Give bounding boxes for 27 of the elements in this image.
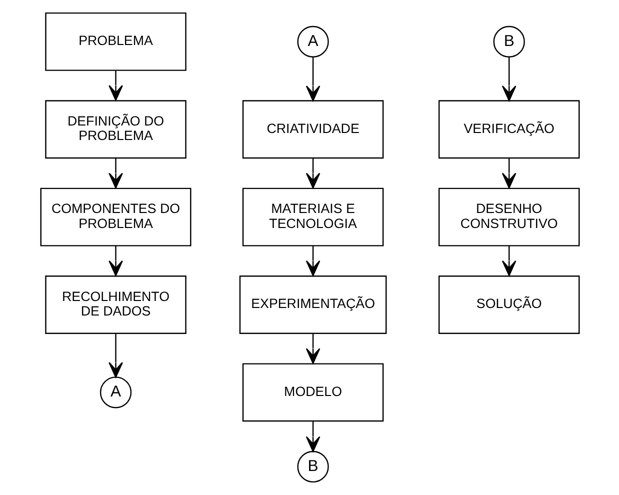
arrow <box>305 57 320 102</box>
node-box: MATERIAIS E TECNOLOGIA <box>242 188 384 246</box>
node-box: PROBLEMA <box>44 12 186 71</box>
node-circle: A <box>296 26 328 58</box>
arrow <box>305 158 320 188</box>
node-box: SOLUÇÃO <box>438 276 580 334</box>
node-circle: B <box>296 450 328 483</box>
arrow <box>108 333 122 378</box>
node-box: DEFINIÇÃO DO PROBLEMA <box>44 100 186 159</box>
arrow <box>501 246 516 276</box>
arrow <box>305 333 320 364</box>
arrow <box>501 158 516 188</box>
node-box: MODELO <box>242 363 384 422</box>
node-box: EXPERIMENTAÇÃO <box>238 276 386 334</box>
node-box: DESENHO CONSTRUTIVO <box>438 188 580 246</box>
node-box: VERIFICAÇÃO <box>438 100 580 159</box>
arrow <box>108 158 122 188</box>
arrow <box>305 246 320 276</box>
node-circle: B <box>492 26 524 58</box>
node-box: CRIATIVIDADE <box>242 100 384 159</box>
arrow <box>108 70 122 101</box>
arrow <box>305 421 320 452</box>
arrow <box>108 246 122 276</box>
node-box: COMPONENTES DO PROBLEMA <box>40 188 191 246</box>
node-box: RECOLHIMENTO DE DADOS <box>44 276 186 334</box>
node-circle: A <box>99 376 132 408</box>
arrow <box>501 57 516 102</box>
